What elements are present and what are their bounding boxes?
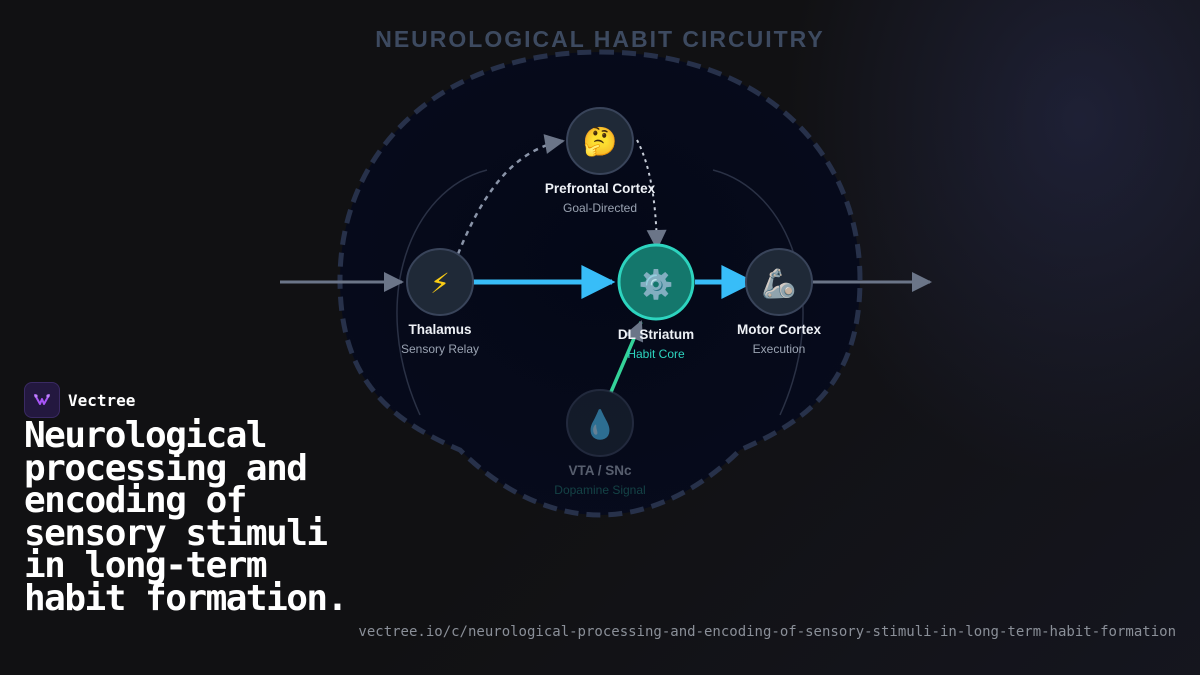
inner-arc-left bbox=[396, 169, 488, 416]
gear-icon: ⚙️ bbox=[639, 268, 674, 301]
thalamus-sublabel: Sensory Relay bbox=[401, 342, 479, 356]
node-prefrontal-cortex[interactable]: 🤔 Prefrontal Cortex Goal-Directed bbox=[545, 107, 656, 215]
motor-cortex-sublabel: Execution bbox=[753, 342, 806, 356]
node-thalamus[interactable]: ⚡ Thalamus Sensory Relay bbox=[401, 248, 479, 356]
prefrontal-cortex-label: Prefrontal Cortex bbox=[545, 181, 656, 196]
droplet-icon: 💧 bbox=[583, 408, 618, 441]
brand-name: Vectree bbox=[68, 390, 136, 410]
thalamus-label: Thalamus bbox=[408, 322, 471, 337]
thinking-face-icon: 🤔 bbox=[583, 125, 618, 158]
dopamine-pathway-arrow bbox=[609, 320, 644, 393]
brand[interactable]: Vectree bbox=[24, 382, 135, 418]
thalamus-to-prefrontal-arrow bbox=[456, 134, 565, 255]
prefrontal-to-striatum-arrow bbox=[636, 139, 667, 250]
dl-striatum-label: DL Striatum bbox=[618, 327, 694, 342]
vectree-logo-icon bbox=[24, 382, 60, 418]
node-vta-snc[interactable]: 💧 VTA / SNc Dopamine Signal bbox=[554, 389, 646, 497]
vta-snc-label: VTA / SNc bbox=[568, 463, 632, 478]
motor-cortex-label: Motor Cortex bbox=[737, 322, 821, 337]
dl-striatum-sublabel: Habit Core bbox=[627, 347, 685, 361]
headline: Neurological processing and encoding of … bbox=[24, 415, 348, 619]
robotic-arm-icon: 🦾 bbox=[762, 267, 797, 300]
prefrontal-cortex-sublabel: Goal-Directed bbox=[563, 201, 637, 215]
page-url[interactable]: vectree.io/c/neurological-processing-and… bbox=[358, 624, 1176, 640]
vta-snc-sublabel: Dopamine Signal bbox=[554, 483, 645, 497]
node-motor-cortex[interactable]: 🦾 Motor Cortex Execution bbox=[737, 248, 821, 356]
diagram-title: NEUROLOGICAL HABIT CIRCUITRY bbox=[375, 26, 825, 52]
lightning-icon: ⚡ bbox=[430, 267, 450, 300]
node-dl-striatum[interactable]: ⚙️ DL Striatum Habit Core bbox=[617, 243, 695, 361]
